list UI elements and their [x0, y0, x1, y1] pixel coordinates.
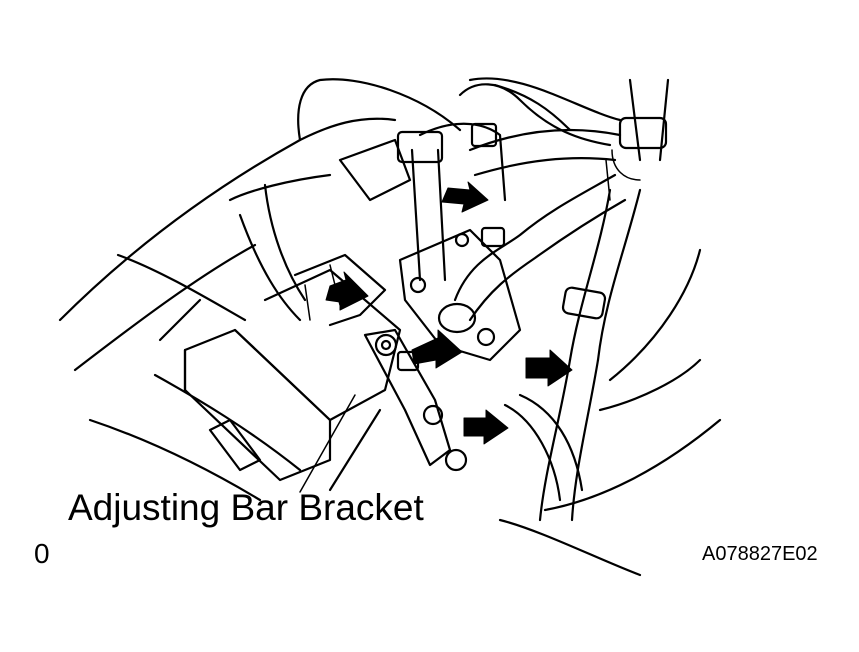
- outline-lower-left: [88, 418, 262, 502]
- right-outline: [608, 248, 702, 382]
- pipe-right-lower: [568, 188, 642, 362]
- zero-label: 0: [34, 538, 50, 569]
- fitting-cap: [396, 130, 444, 164]
- housing-bolt-3: [454, 232, 470, 248]
- outline-left-body-2: [73, 243, 257, 372]
- right-outline-2: [598, 358, 702, 412]
- pipe-clamp-lines: [605, 149, 641, 201]
- figure-code-label: A078827E02: [702, 543, 818, 565]
- adjusting-bar-bracket: [363, 328, 452, 467]
- bracket-bolt-top-inner: [380, 339, 392, 351]
- outline-top-curve: [468, 77, 622, 122]
- nut-top: [470, 122, 498, 148]
- arrow-icon: [411, 329, 463, 369]
- outline-inner-frame-2: [263, 183, 307, 302]
- hose-main: [453, 173, 627, 322]
- pipe-clamp-top: [618, 116, 668, 150]
- arrow-icon: [463, 409, 509, 445]
- outline-left-body: [58, 117, 397, 322]
- outline-left-frame: [228, 173, 332, 202]
- fitting-housing: [418, 122, 507, 202]
- bracket-bolt-low: [444, 448, 468, 472]
- left-block-top-box: [263, 268, 402, 422]
- housing-bolt-2: [476, 327, 496, 347]
- bracket-bolt-mid: [422, 404, 444, 426]
- top-right-curve: [493, 83, 572, 132]
- lower-right-surface-2: [543, 418, 722, 512]
- housing-bolt-1: [409, 276, 427, 294]
- outline-inner-frame: [238, 213, 302, 322]
- leader-line: [328, 408, 382, 492]
- pipe-clamp-mid: [561, 286, 607, 320]
- left-block-bottom: [208, 418, 262, 472]
- outline-lower-left-3: [116, 253, 247, 322]
- leader-line-2: [299, 394, 356, 493]
- arrow-icon: [325, 271, 369, 311]
- lower-right-surface: [498, 518, 642, 577]
- fitting-vertical: [410, 148, 447, 282]
- hose-end-fitting: [437, 302, 477, 334]
- nut-upper: [480, 226, 506, 248]
- hose-right-bottom: [503, 393, 584, 502]
- arrow-icon: [525, 349, 573, 387]
- adjusting-bar-bracket-label: Adjusting Bar Bracket: [68, 487, 424, 528]
- hose-upper: [468, 128, 622, 177]
- arrow-icon: [441, 181, 489, 213]
- clamp-bracket: [293, 253, 387, 327]
- bracket-bolt-top: [374, 333, 398, 357]
- outline-top-right-housing: [458, 83, 612, 147]
- outline-lower-left-4: [158, 298, 202, 342]
- housing-block: [398, 228, 522, 362]
- left-block-edge: [183, 328, 332, 422]
- outline-upper-left-step: [338, 138, 412, 202]
- outline-lower-left-2: [153, 373, 302, 472]
- outline-top-hump: [297, 78, 462, 142]
